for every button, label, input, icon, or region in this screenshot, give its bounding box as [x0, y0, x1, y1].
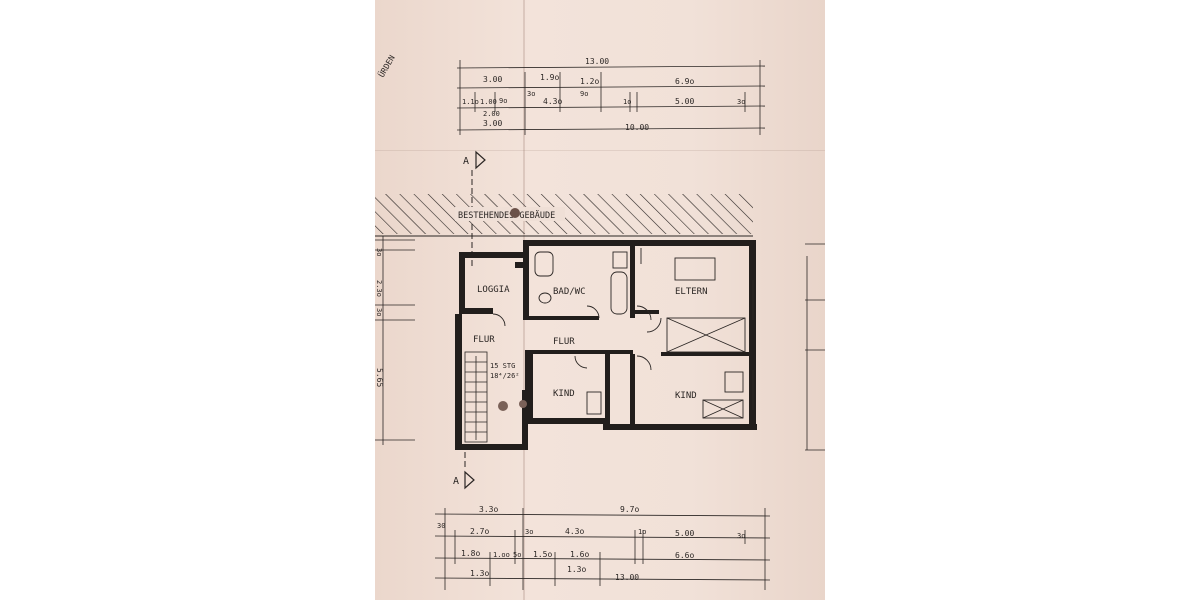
top-dim-total: 13.00 — [585, 57, 609, 66]
top-dim-label: 1.2o — [580, 77, 599, 86]
bottom-dim-label: 9.7o — [620, 505, 639, 514]
stairs-label-ratio: 18⁴/26² — [490, 372, 520, 380]
bottom-dim-label: 5o — [513, 551, 521, 559]
bottom-dim-label: 2.7o — [470, 527, 489, 536]
left-dim-label: 3o — [375, 308, 383, 316]
bottom-dim-label: 3o — [525, 528, 533, 536]
room-label-bath: BAD/WC — [553, 287, 586, 297]
top-dimension-lines — [456, 60, 766, 135]
floor-plan-walls — [455, 240, 757, 450]
bottom-dim-label: 3.3o — [479, 505, 498, 514]
top-dim-label: 3o — [527, 90, 535, 98]
bottom-dim-label: 1.8o — [461, 549, 480, 558]
room-label-hall-left: FLUR — [473, 335, 495, 345]
floor-plan-drawing: ÜRDEN 13.00 3.00 1.9o 1.2o 6.9o 9o 1.1o … — [375, 53, 825, 590]
room-label-loggia: LOGGIA — [477, 285, 510, 295]
top-dim-label: 9o — [499, 97, 507, 105]
top-dim-label: 5.00 — [675, 97, 694, 106]
bottom-dim-label: 1o — [638, 528, 646, 536]
existing-building-label-bg — [455, 207, 565, 221]
pin-hole — [498, 401, 508, 411]
stairs-label-steps: 15 STG — [490, 362, 515, 370]
top-dim-label: 3o — [737, 98, 745, 106]
left-dim-label: 5.65 — [375, 368, 384, 387]
top-dim-label: 1o — [623, 98, 631, 106]
bottom-dimension-labels: 3.3o 9.7o 30 2.7o 3o 4.3o 1o 5.00 3o 1.8… — [437, 505, 745, 582]
top-dim-label: 9o — [580, 90, 588, 98]
section-mark-letter: A — [453, 476, 459, 487]
top-dim-label: 3.00 — [483, 75, 502, 84]
section-mark-bottom: A — [453, 452, 475, 490]
corner-text: ÜRDEN — [376, 53, 397, 79]
top-dim-label: 1.1o — [462, 98, 479, 106]
bottom-dim-label: 3o — [737, 532, 745, 540]
right-edge-marks — [805, 243, 825, 451]
left-dim-label: 2.3o — [375, 280, 383, 297]
pin-hole — [519, 400, 527, 408]
left-dimension-lines — [375, 236, 415, 445]
floor-plan-fixtures — [492, 248, 754, 419]
top-dim-label: 4.3o — [543, 97, 562, 106]
bottom-dim-label: 6.6o — [675, 551, 694, 560]
section-mark-letter: A — [463, 156, 469, 167]
top-dim-label: 2.00 — [483, 110, 500, 118]
top-dim-label: 1.9o — [540, 73, 559, 82]
room-label-child-right: KIND — [675, 391, 697, 401]
left-dim-label: 3o — [375, 248, 383, 256]
stair-treads — [464, 351, 488, 443]
room-label-child-left: KIND — [553, 389, 575, 399]
bottom-dim-label: 4.3o — [565, 527, 584, 536]
top-dim-label: 1.00 — [480, 98, 497, 106]
bottom-dim-label: 1.3o — [470, 569, 489, 578]
bottom-dim-label: 1.3o — [567, 565, 586, 574]
bottom-dimension-lines — [434, 508, 771, 590]
top-dim-label: 6.9o — [675, 77, 694, 86]
bottom-dim-label: 5.00 — [675, 529, 694, 538]
existing-building-label: BESTEHENDES GEBÄUDE — [458, 210, 555, 221]
bottom-dim-label: 30 — [437, 522, 445, 530]
room-label-hall-center: FLUR — [553, 337, 575, 347]
pin-hole — [510, 208, 520, 218]
bottom-dim-label: 1.6o — [570, 550, 589, 559]
paper-fold-horizontal — [375, 150, 825, 151]
top-dim-label: 10.00 — [625, 123, 649, 132]
top-dim-label: 3.00 — [483, 119, 502, 128]
bottom-dim-label: 1.5o — [533, 550, 552, 559]
room-label-parents: ELTERN — [675, 287, 708, 297]
bottom-dim-label: 1.oo — [493, 551, 510, 559]
bottom-dim-label: 13.00 — [615, 573, 639, 582]
room-labels: LOGGIA BAD/WC ELTERN FLUR FLUR 15 STG 18… — [473, 285, 708, 401]
top-dimension-labels: 13.00 3.00 1.9o 1.2o 6.9o 9o 1.1o 1.00 9… — [462, 57, 745, 132]
